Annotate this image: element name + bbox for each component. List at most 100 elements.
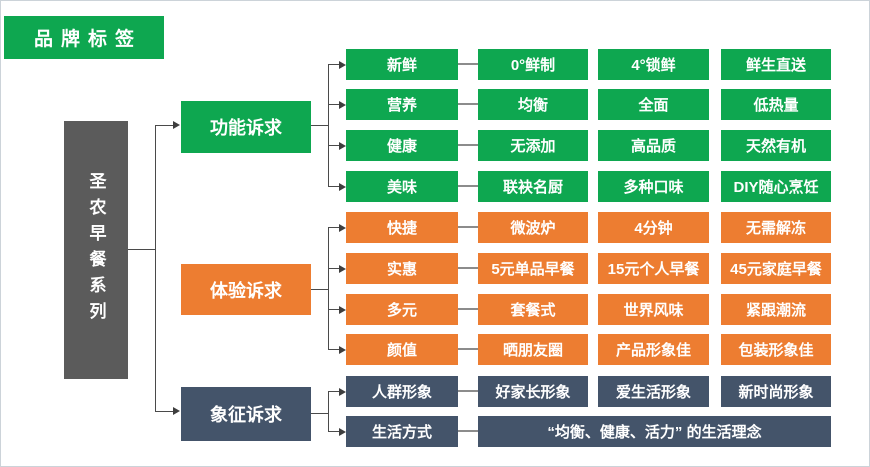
leaf-node: 45元家庭早餐	[721, 253, 831, 284]
row-stub-line	[328, 309, 340, 310]
branch-bus-line	[328, 391, 329, 432]
leaf-label: 4°锁鲜	[631, 57, 676, 74]
leaf-label: 世界风味	[623, 302, 684, 319]
leaf-node-wide: “均衡、健康、活力” 的生活理念	[478, 416, 831, 447]
leaf-label: 产品形象佳	[615, 342, 691, 359]
leaf-node: 无添加	[478, 130, 588, 161]
branch-exit-line	[311, 125, 328, 126]
tag-node: 颜值	[346, 334, 458, 365]
branch-bus-line	[328, 64, 329, 187]
tag-node: 健康	[346, 130, 458, 161]
leaf-label: 微波炉	[510, 220, 556, 237]
tag-node: 新鲜	[346, 49, 458, 80]
leaf-node: 包装形象佳	[721, 334, 831, 365]
leaf-label: 低热量	[753, 97, 799, 114]
branch-exit-line	[311, 413, 328, 414]
row-stub-line	[328, 64, 340, 65]
root-stub-line	[155, 125, 175, 126]
branch-label: 体验诉求	[210, 280, 282, 301]
leaf-label: 晒朋友圈	[502, 342, 563, 359]
leaf-label: DIY随心烹饪	[733, 179, 819, 196]
leaf-node: 微波炉	[478, 212, 588, 243]
arrowhead-icon	[339, 142, 346, 150]
tag-cell-link	[458, 430, 478, 432]
tag-label: 实惠	[386, 261, 417, 278]
tag-label: 多元	[386, 302, 417, 319]
tag-cell-link	[458, 390, 478, 392]
tag-label: 快捷	[386, 220, 417, 237]
leaf-node: 全面	[598, 89, 709, 120]
leaf-node: 好家长形象	[478, 376, 588, 407]
leaf-label: 45元家庭早餐	[730, 261, 822, 278]
leaf-node: 新时尚形象	[721, 376, 831, 407]
page-title: 品牌标签	[33, 29, 142, 50]
branch-bus-line	[328, 227, 329, 350]
root-node: 圣农早餐系列	[64, 121, 128, 379]
leaf-node: 低热量	[721, 89, 831, 120]
arrowhead-icon	[173, 407, 180, 415]
arrowhead-icon	[173, 121, 180, 129]
leaf-label: 5元单品早餐	[491, 261, 575, 278]
arrowhead-icon	[339, 346, 346, 354]
leaf-node: 爱生活形象	[598, 376, 709, 407]
leaf-label: 好家长形象	[495, 384, 571, 401]
leaf-label: 无需解冻	[745, 220, 806, 237]
leaf-label: 天然有机	[745, 138, 806, 155]
leaf-label: 全面	[638, 97, 669, 114]
row-stub-line	[328, 145, 340, 146]
tag-node: 多元	[346, 294, 458, 325]
leaf-node: 均衡	[478, 89, 588, 120]
leaf-node: 联袂名厨	[478, 171, 588, 202]
row-stub-line	[328, 391, 340, 392]
branch-experience: 体验诉求	[181, 264, 311, 315]
tag-node: 人群形象	[346, 376, 458, 407]
tag-cell-link	[458, 267, 478, 269]
root-label: 圣农早餐系列	[86, 172, 106, 328]
leaf-node: 5元单品早餐	[478, 253, 588, 284]
branch-label: 功能诉求	[210, 118, 282, 138]
leaf-node: 15元个人早餐	[598, 253, 709, 284]
tag-node: 营养	[346, 89, 458, 120]
tag-label: 生活方式	[371, 424, 432, 441]
row-stub-line	[328, 104, 340, 105]
leaf-label: 无添加	[510, 138, 556, 155]
tag-node: 快捷	[346, 212, 458, 243]
tag-cell-link	[458, 226, 478, 228]
leaf-label: 15元个人早餐	[607, 261, 700, 278]
tag-label: 营养	[386, 97, 417, 114]
leaf-label: “均衡、健康、活力” 的生活理念	[547, 424, 762, 441]
row-stub-line	[328, 268, 340, 269]
arrowhead-icon	[339, 183, 346, 191]
leaf-node: 世界风味	[598, 294, 709, 325]
tag-cell-link	[458, 308, 478, 310]
leaf-node: 0°鲜制	[478, 49, 588, 80]
arrowhead-icon	[339, 265, 346, 273]
arrowhead-icon	[339, 61, 346, 69]
branch-functional: 功能诉求	[181, 101, 311, 153]
tag-cell-link	[458, 185, 478, 187]
tag-cell-link	[458, 144, 478, 146]
tag-label: 人群形象	[371, 384, 432, 401]
row-stub-line	[328, 349, 340, 350]
leaf-label: 联袂名厨	[502, 179, 563, 196]
arrowhead-icon	[339, 101, 346, 109]
leaf-node: 多种口味	[598, 171, 709, 202]
leaf-label: 紧跟潮流	[745, 302, 806, 319]
leaf-label: 套餐式	[510, 302, 556, 319]
leaf-node: 无需解冻	[721, 212, 831, 243]
leaf-node: 紧跟潮流	[721, 294, 831, 325]
tag-node: 美味	[346, 171, 458, 202]
tag-cell-link	[458, 63, 478, 65]
root-stub-line	[155, 411, 175, 412]
tag-label: 健康	[386, 138, 417, 155]
arrowhead-icon	[339, 428, 346, 436]
root-exit-line	[128, 249, 155, 250]
arrowhead-icon	[339, 306, 346, 314]
leaf-node: 产品形象佳	[598, 334, 709, 365]
row-stub-line	[328, 227, 340, 228]
leaf-node: 鲜生直送	[721, 49, 831, 80]
title-badge: 品牌标签	[4, 16, 164, 59]
arrowhead-icon	[339, 388, 346, 396]
branch-symbolic: 象征诉求	[181, 387, 311, 441]
